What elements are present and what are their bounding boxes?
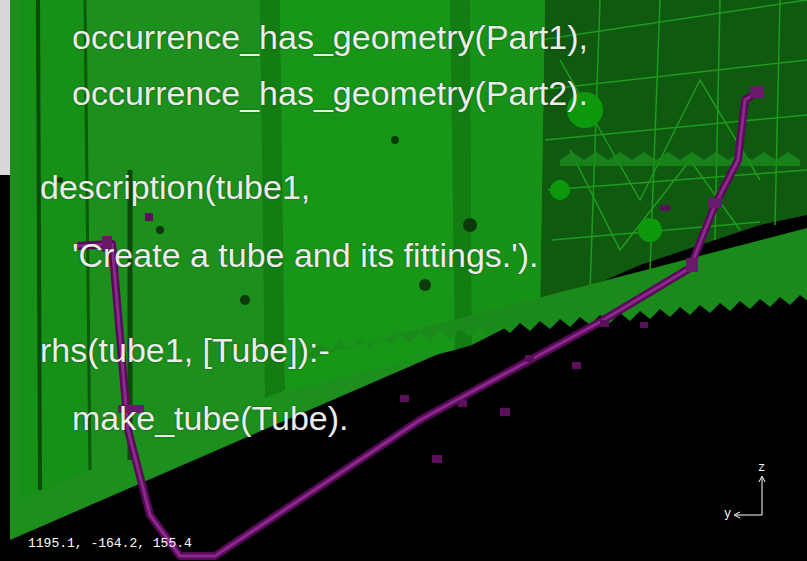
axis-label: z bbox=[758, 462, 765, 474]
window-strip bbox=[0, 0, 10, 175]
wall-panels bbox=[10, 0, 807, 540]
coordinate-readout: 1195.1, -164.2, 155.4 bbox=[28, 537, 192, 550]
code-line: make_tube(Tube). bbox=[72, 401, 349, 435]
code-line: 'Create a tube and its fittings.'). bbox=[72, 238, 539, 272]
axis-triad bbox=[734, 476, 765, 518]
code-line: occurrence_has_geometry(Part2). bbox=[72, 76, 588, 110]
axis-label: y bbox=[724, 508, 731, 520]
code-line: rhs(tube1, [Tube]):- bbox=[40, 333, 330, 367]
code-line: description(tube1, bbox=[40, 170, 310, 204]
tube bbox=[78, 86, 764, 556]
code-line: occurrence_has_geometry(Part1), bbox=[72, 20, 588, 54]
